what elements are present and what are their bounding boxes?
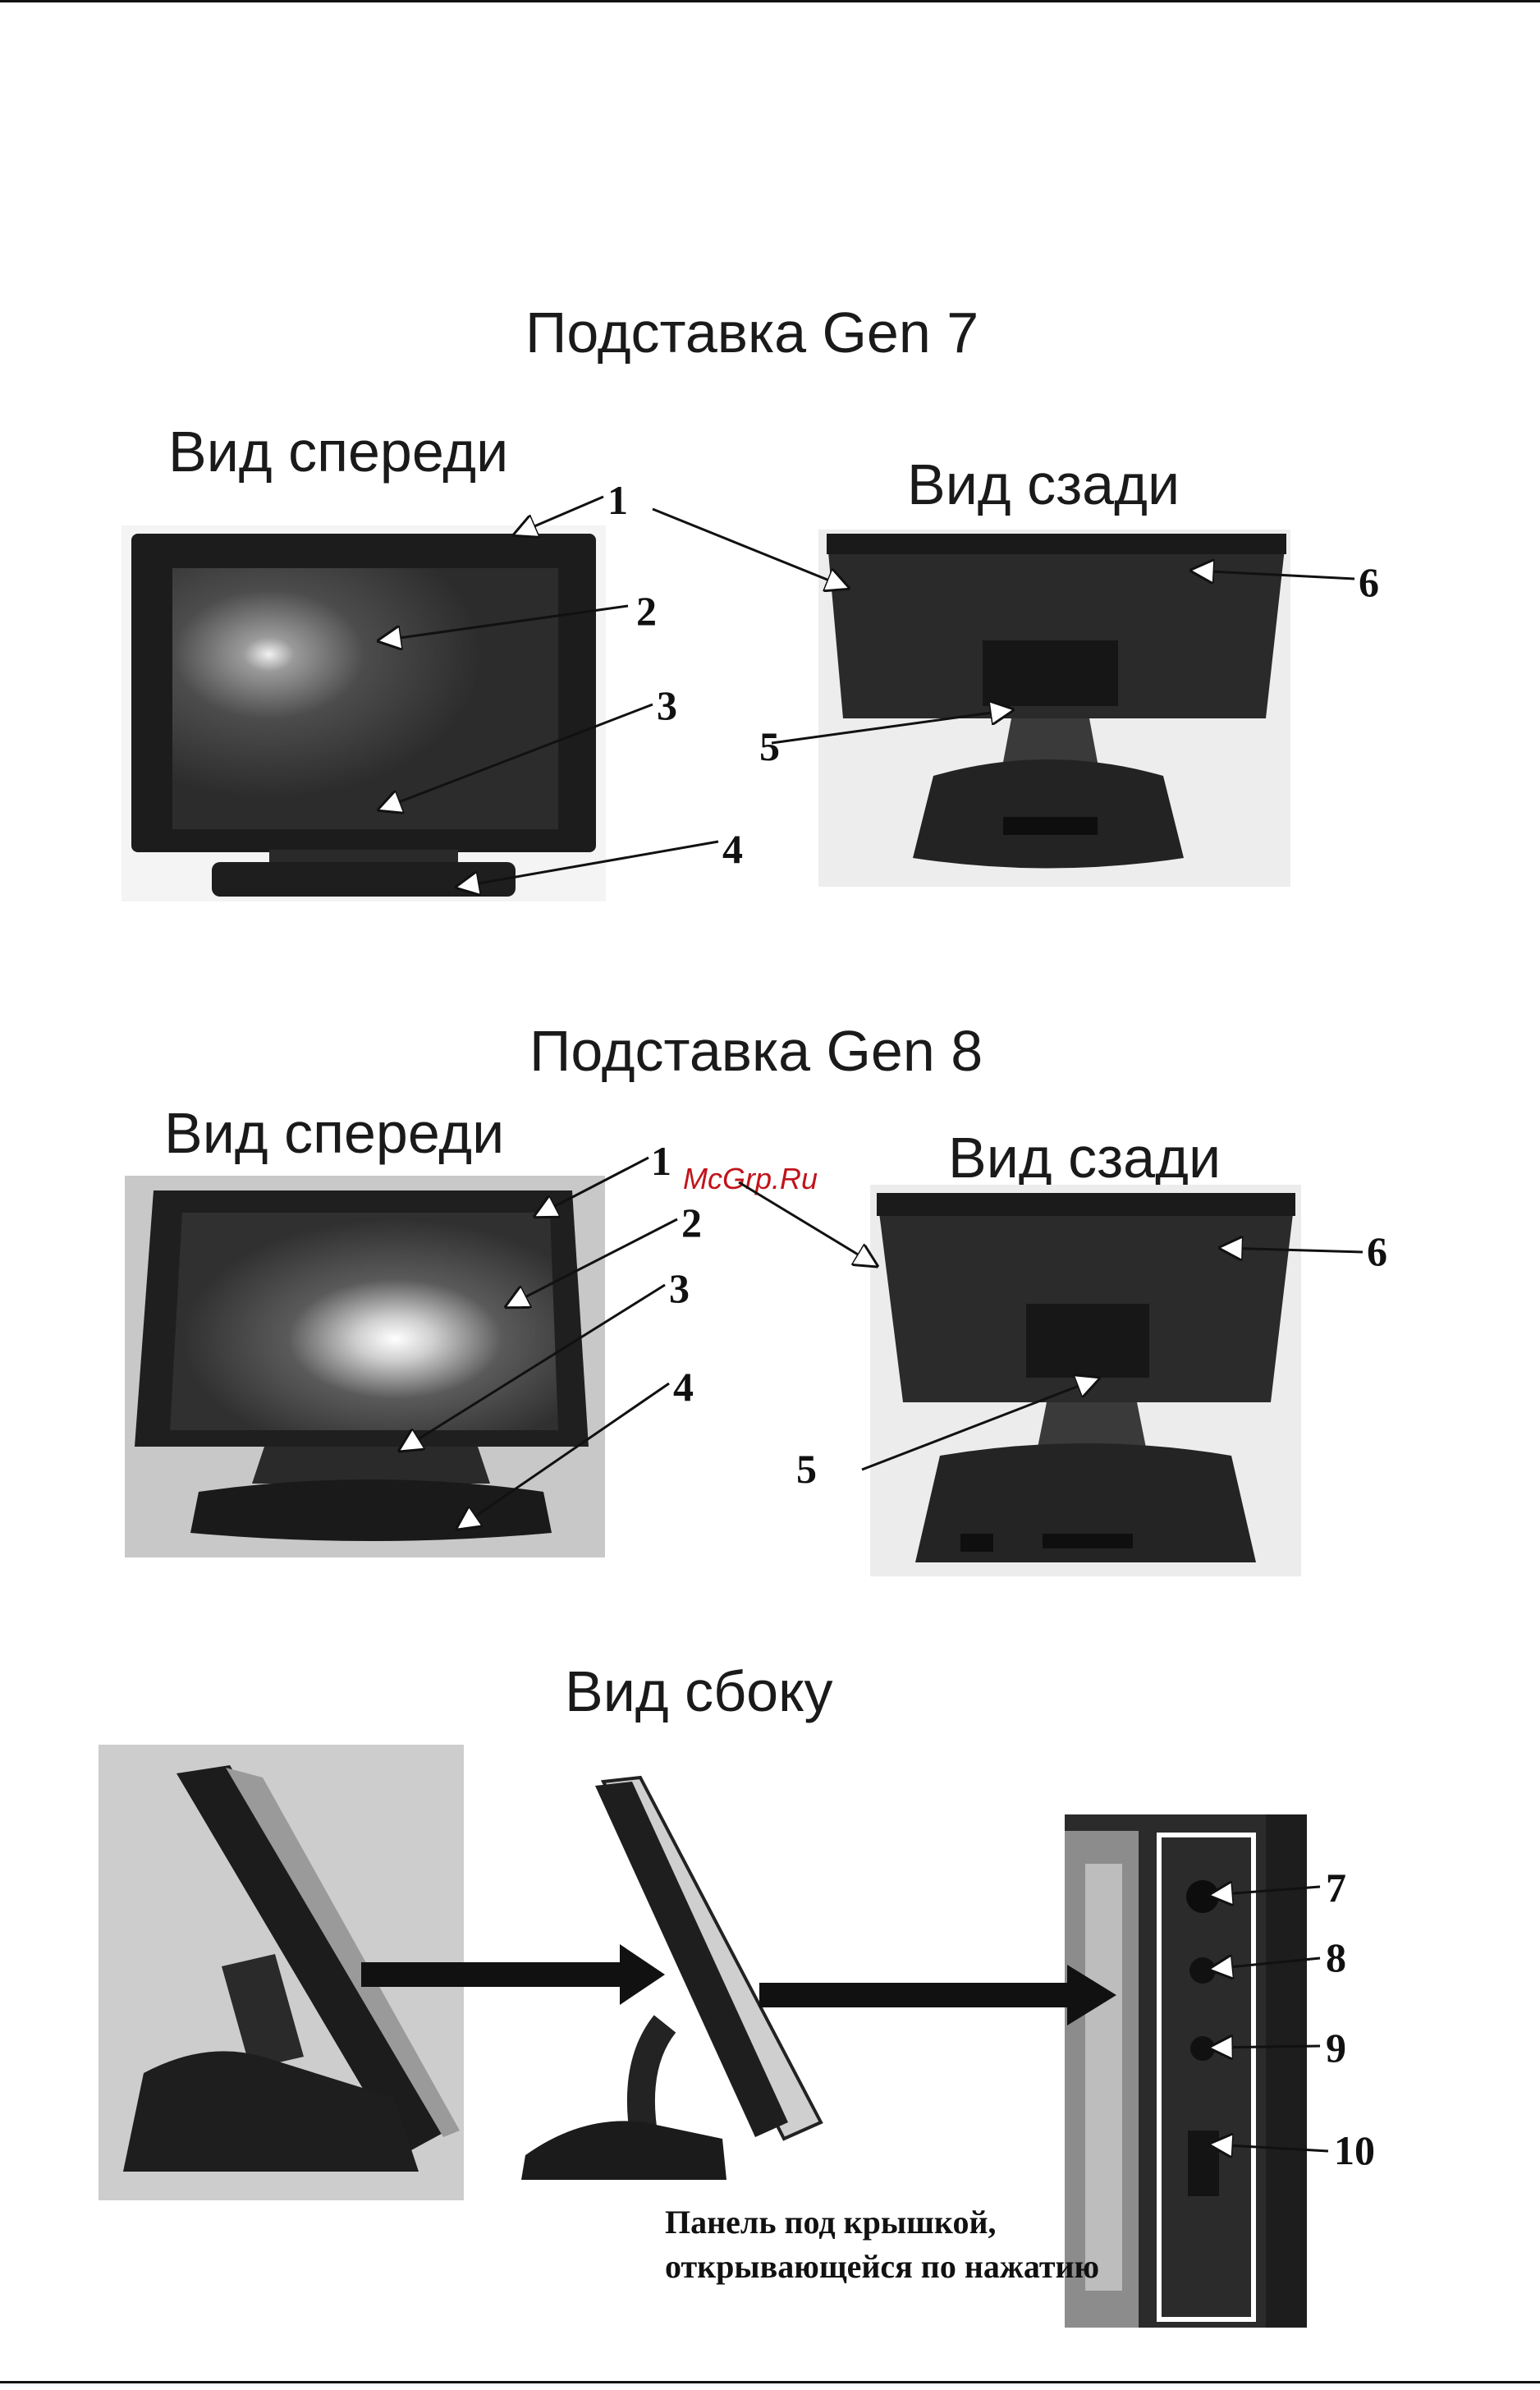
gen8-heading: Подставка Gen 8 [529, 1018, 983, 1084]
side-heading: Вид сбоку [565, 1658, 833, 1724]
side-photo-middle [509, 1769, 829, 2188]
caption-line-2: открывающейся по нажатию [665, 2245, 1099, 2289]
caption-line-1: Панель под крышкой, [665, 2200, 1099, 2245]
top-rule [0, 0, 1540, 2]
side-callout-7: 7 [1326, 1864, 1346, 1911]
side-callout-8: 8 [1326, 1934, 1346, 1981]
gen8-callout-3: 3 [669, 1264, 690, 1312]
gen7-callout-1: 1 [607, 476, 628, 524]
gen7-callout-4: 4 [722, 825, 743, 873]
side-callout-10: 10 [1334, 2126, 1375, 2174]
gen7-heading: Подставка Gen 7 [525, 300, 979, 365]
watermark: McGrp.Ru [683, 1162, 818, 1196]
gen7-callout-2: 2 [636, 587, 657, 635]
gen8-front-photo [125, 1176, 605, 1557]
gen7-callout-3: 3 [657, 681, 677, 729]
side-panel-closeup [1065, 1814, 1307, 2328]
gen7-front-heading: Вид спереди [168, 419, 508, 484]
gen8-rear-heading: Вид сзади [948, 1125, 1221, 1190]
side-callout-9: 9 [1326, 2024, 1346, 2071]
gen7-rear-heading: Вид сзади [907, 452, 1180, 517]
side-panel-caption: Панель под крышкой, открывающейся по наж… [665, 2200, 1099, 2289]
gen7-callout-5: 5 [759, 723, 780, 770]
side-photo-left [99, 1745, 464, 2200]
gen7-rear-photo [818, 530, 1290, 887]
gen8-callout-4: 4 [673, 1363, 694, 1411]
gen7-callout-6: 6 [1359, 558, 1379, 606]
bottom-rule [0, 2381, 1540, 2383]
gen8-callout-6: 6 [1367, 1227, 1387, 1275]
gen8-callout-2: 2 [681, 1199, 702, 1246]
gen7-front-photo [121, 525, 606, 901]
gen8-callout-5: 5 [796, 1445, 817, 1493]
gen8-callout-1: 1 [651, 1137, 671, 1185]
gen8-front-heading: Вид спереди [164, 1100, 504, 1166]
gen8-rear-photo [870, 1185, 1301, 1576]
